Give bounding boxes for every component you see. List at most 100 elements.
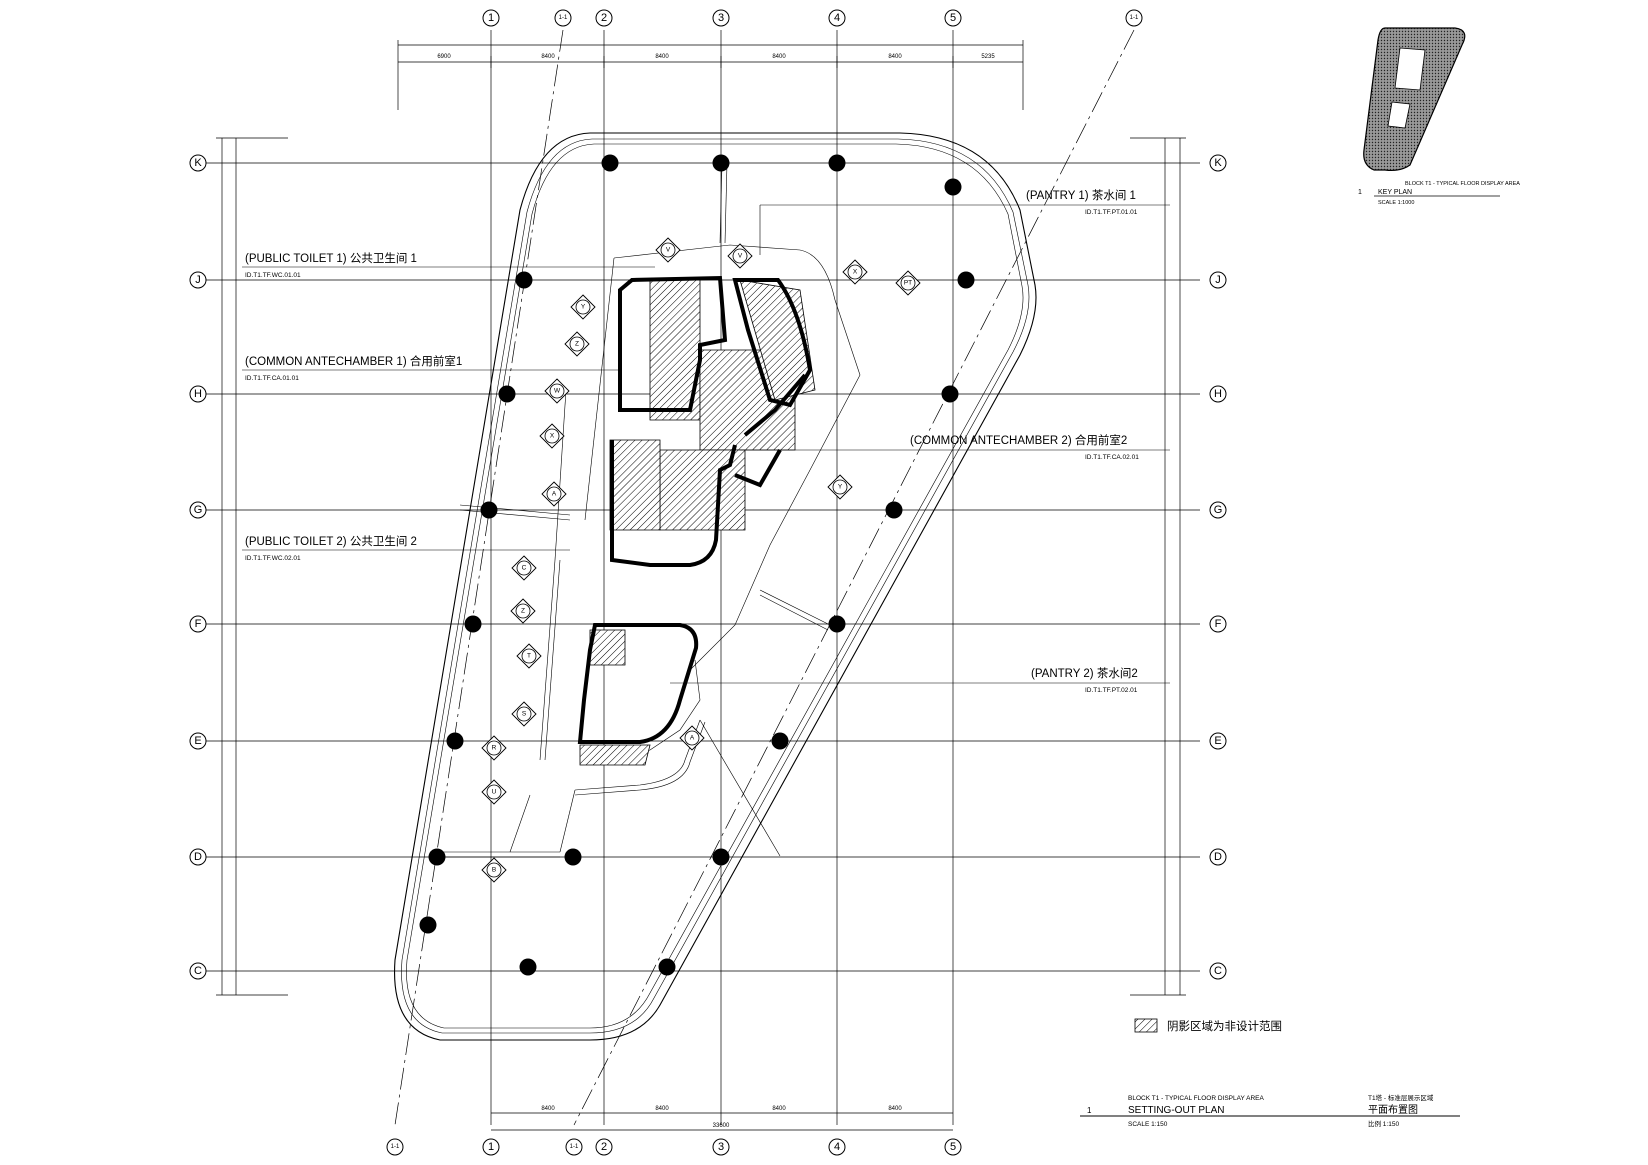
marker-y-1: Y (570, 294, 596, 320)
marker-x-1: X (842, 259, 868, 285)
grid-bubble-K-right: K (1209, 154, 1227, 172)
marker-a-1: A (541, 481, 567, 507)
svg-text:D: D (1214, 851, 1222, 863)
callout-code: ID.T1.TF.PT.02.01 (1085, 687, 1138, 694)
marker-pt: PT (895, 270, 921, 296)
grid-bubble-J-left: J (189, 271, 207, 289)
dim-bottom-3: 8400 (772, 1106, 786, 1112)
svg-text:D: D (194, 851, 202, 863)
dim-bottom-2: 8400 (655, 1106, 669, 1112)
grid-bubble-3-bottom: 3 (712, 1138, 730, 1156)
legend-hatch-swatch (1134, 1018, 1158, 1033)
callout-label: (PANTRY 2) 茶水间2 (1031, 667, 1138, 680)
marker-r: R (481, 735, 507, 761)
drawing-title-cn: 平面布置图 (1368, 1104, 1418, 1116)
callout-code: ID.T1.TF.PT.01.01 (1085, 209, 1138, 216)
marker-z-1: Z (564, 331, 590, 357)
top-dimension-texts: 6900 8400 8400 8400 8400 5235 (437, 54, 995, 60)
grid-bubble-1-1-bottom-left: 1-1 (386, 1138, 404, 1156)
legend-text: 阴影区域为非设计范围 (1167, 1019, 1282, 1033)
svg-text:S: S (522, 711, 527, 718)
key-plan-number: 1 (1358, 189, 1362, 196)
grid-bubble-E-right: E (1209, 732, 1227, 750)
svg-text:U: U (492, 789, 497, 796)
svg-text:C: C (1214, 965, 1222, 977)
svg-text:C: C (194, 965, 202, 977)
marker-w-1: W (544, 378, 570, 404)
svg-text:C: C (522, 565, 527, 572)
marker-v-1: V (655, 237, 681, 263)
dim-bottom-total: 33600 (713, 1123, 730, 1129)
grid-bubble-2-top: 2 (595, 9, 613, 27)
drawing-scale-cn: 比例 1:150 (1368, 1119, 1399, 1128)
callout-label: (PUBLIC TOILET 2) 公共卫生间 2 (245, 534, 417, 548)
svg-text:F: F (1215, 618, 1222, 630)
grid-bubble-D-right: D (1209, 848, 1227, 866)
grid-bubble-4-top: 4 (828, 9, 846, 27)
callout-common-antechamber-2: (COMMON ANTECHAMBER 2) 合用前室2 ID.T1.TF.CA… (910, 433, 1139, 461)
grid-bubble-1-top: 1 (482, 9, 500, 27)
column-bubbles-top: 1 1-1 2 3 4 5 1-1 (482, 9, 1143, 27)
grid-bubble-K-left: K (189, 154, 207, 172)
dim-top-3: 8400 (655, 54, 669, 60)
svg-text:A: A (690, 735, 695, 742)
drawing-subtitle-en: BLOCK T1 - TYPICAL FLOOR DISPLAY AREA (1128, 1095, 1264, 1102)
svg-text:T: T (527, 653, 531, 660)
svg-text:H: H (194, 388, 202, 400)
marker-z-2: Z (510, 598, 536, 624)
grid-bubble-4-bottom: 4 (828, 1138, 846, 1156)
svg-text:E: E (194, 735, 201, 747)
svg-text:5: 5 (950, 12, 956, 24)
svg-text:1-1: 1-1 (570, 1144, 579, 1150)
svg-text:X: X (853, 269, 858, 276)
svg-text:4: 4 (834, 1141, 840, 1153)
grid-bubble-1-bottom: 1 (482, 1138, 500, 1156)
svg-text:G: G (194, 504, 203, 516)
grid-lines (200, 29, 1200, 1126)
grid-bubble-C-right: C (1209, 962, 1227, 980)
grid-bubble-E-left: E (189, 732, 207, 750)
dim-top-4: 8400 (772, 54, 786, 60)
drawing-number: 1 (1087, 1106, 1092, 1115)
svg-text:1-1: 1-1 (559, 15, 568, 21)
svg-text:3: 3 (718, 1141, 724, 1153)
building-outline (393, 132, 1037, 1041)
marker-b: B (481, 857, 507, 883)
marker-t: T (516, 643, 542, 669)
grid-bubble-1-1-top: 1-1 (554, 9, 572, 27)
grid-bubble-1-1-bottom: 1-1 (565, 1138, 583, 1156)
svg-text:Z: Z (575, 341, 579, 348)
dimension-lines (216, 40, 1186, 1131)
svg-text:G: G (1214, 504, 1223, 516)
key-plan-title: KEY PLAN (1378, 189, 1412, 196)
key-plan-scale: SCALE 1:1000 (1378, 200, 1414, 206)
svg-text:J: J (1215, 274, 1221, 286)
key-plan-outline (1363, 27, 1466, 172)
svg-text:Y: Y (838, 484, 843, 491)
svg-text:A: A (552, 491, 557, 498)
structural-columns (419, 154, 975, 976)
svg-text:1: 1 (488, 12, 494, 24)
callout-code: ID.T1.TF.WC.01.01 (245, 272, 301, 279)
legend: 阴影区域为非设计范围 (1134, 1018, 1282, 1033)
grid-bubble-2-bottom: 2 (595, 1138, 613, 1156)
svg-text:1-1: 1-1 (391, 1144, 400, 1150)
grid-bubble-G-left: G (189, 501, 207, 519)
svg-text:B: B (492, 867, 496, 874)
callout-code: ID.T1.TF.CA.02.01 (1085, 454, 1139, 461)
callout-label: (PANTRY 1) 茶水间 1 (1026, 189, 1136, 202)
svg-text:PT: PT (904, 280, 912, 287)
svg-text:V: V (666, 247, 671, 254)
marker-y-2: Y (827, 474, 853, 500)
svg-text:R: R (492, 745, 497, 752)
interior-walls (430, 162, 861, 858)
drawing-title-en: SETTING-OUT PLAN (1128, 1105, 1225, 1116)
callout-public-toilet-1: (PUBLIC TOILET 1) 公共卫生间 1 ID.T1.TF.WC.01… (245, 251, 417, 279)
dim-bottom-4: 8400 (888, 1106, 902, 1112)
marker-c: C (511, 555, 537, 581)
bottom-dimension-texts: 8400 8400 8400 8400 33600 (541, 1106, 902, 1129)
svg-text:5: 5 (950, 1141, 956, 1153)
callout-code: ID.T1.TF.WC.02.01 (245, 555, 301, 562)
svg-text:2: 2 (601, 12, 607, 24)
